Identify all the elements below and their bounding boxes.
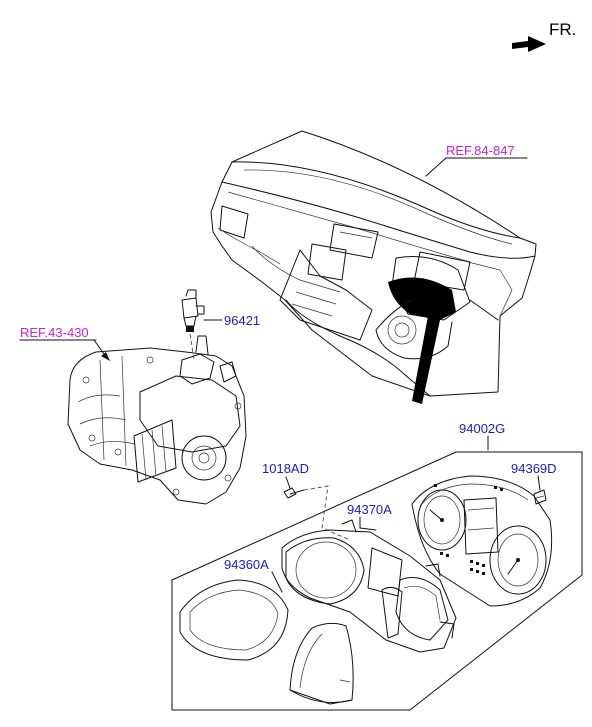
leader-1018AD [285, 476, 291, 489]
front-direction-arrow-icon [512, 36, 546, 52]
ref-transmission-link[interactable]: REF.43-430 [20, 325, 89, 340]
part-label-94369D[interactable]: 94369D [511, 461, 557, 476]
cluster-lens [381, 586, 403, 639]
part-label-94370A[interactable]: 94370A [347, 502, 392, 517]
bulb [533, 489, 547, 505]
leader-ref-dashboard [425, 157, 447, 177]
leader-94360A [271, 571, 283, 593]
dashed-link-screw [303, 485, 351, 541]
part-label-94002G[interactable]: 94002G [459, 421, 506, 436]
part-label-94360A[interactable]: 94360A [224, 557, 269, 572]
cluster-housing [281, 519, 457, 653]
dashboard-panel [210, 130, 537, 404]
dashed-link-sensor [189, 333, 195, 361]
cluster-hood [289, 622, 354, 705]
leader-94369D [537, 475, 541, 491]
cluster-mask [179, 579, 289, 661]
cluster-parts-frame [171, 451, 583, 711]
screw [283, 487, 305, 499]
vehicle-speed-sensor [181, 289, 205, 332]
transmission-assembly [67, 335, 247, 505]
front-direction-label: FR. [549, 20, 577, 39]
part-label-96421[interactable]: 96421 [224, 313, 261, 328]
ref-dashboard-link[interactable]: REF.84-847 [446, 143, 515, 158]
instrument-cluster [411, 475, 553, 607]
part-label-1018AD[interactable]: 1018AD [262, 461, 309, 476]
